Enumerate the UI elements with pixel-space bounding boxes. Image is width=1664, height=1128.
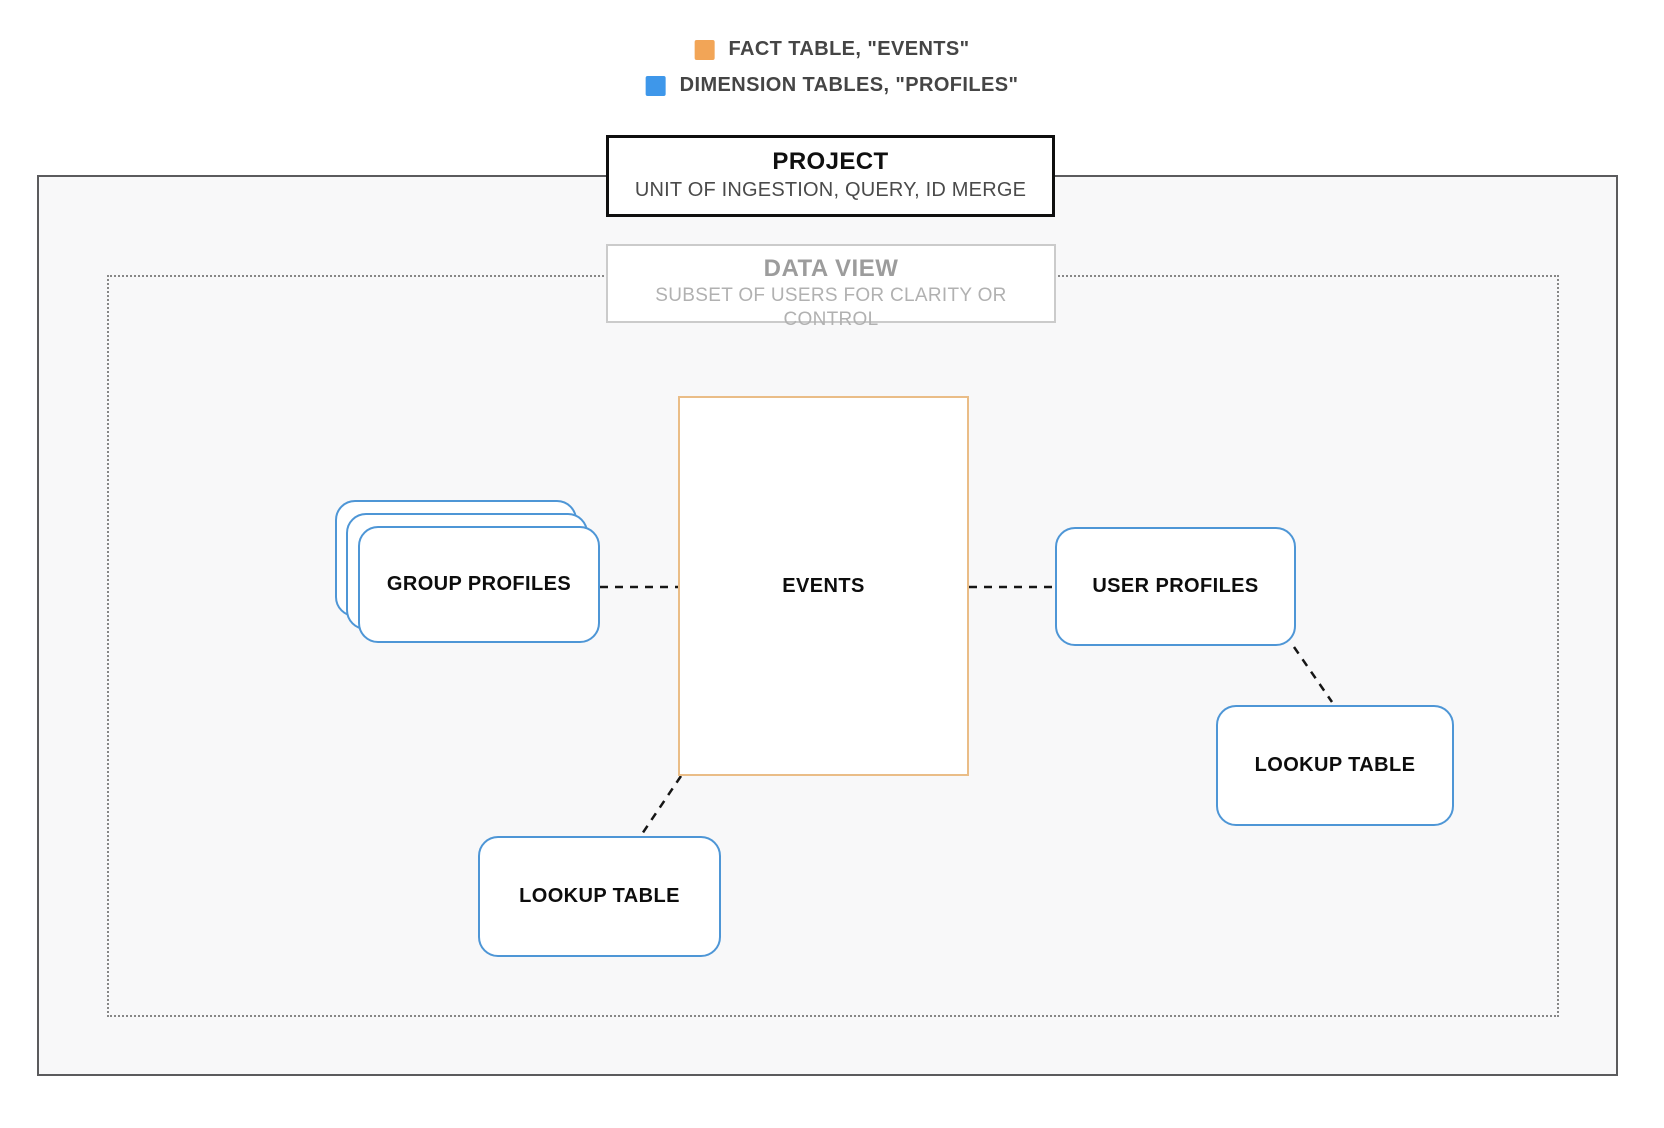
legend-dimension-label: DIMENSION TABLES, "PROFILES" <box>679 74 1019 96</box>
dimension-color-swatch-icon <box>645 75 666 96</box>
legend-fact-label: FACT TABLE, "EVENTS" <box>728 38 970 60</box>
node-events: EVENTS <box>678 396 969 776</box>
data-view-box: DATA VIEW SUBSET OF USERS FOR CLARITY OR… <box>606 244 1056 330</box>
project-title: PROJECT <box>772 148 889 175</box>
data-view-title: DATA VIEW <box>763 255 899 282</box>
node-lookup-table-user: LOOKUP TABLE <box>1216 705 1454 826</box>
group-profiles-label: GROUP PROFILES <box>386 573 572 595</box>
node-lookup-table-events: LOOKUP TABLE <box>478 836 721 957</box>
legend-item-dimension-tables: DIMENSION TABLES, "PROFILES" <box>645 74 1019 97</box>
user-profiles-label: USER PROFILES <box>1092 575 1259 597</box>
events-label: EVENTS <box>782 574 865 597</box>
lookup-table-user-label: LOOKUP TABLE <box>1254 754 1416 776</box>
project-box: PROJECT UNIT OF INGESTION, QUERY, ID MER… <box>606 135 1055 217</box>
node-group-profiles: GROUP PROFILES <box>358 526 600 643</box>
project-subtitle: UNIT OF INGESTION, QUERY, ID MERGE <box>634 179 1027 201</box>
legend: FACT TABLE, "EVENTS" DIMENSION TABLES, "… <box>645 38 1019 97</box>
lookup-table-events-label: LOOKUP TABLE <box>519 885 680 907</box>
legend-item-fact-table: FACT TABLE, "EVENTS" <box>694 38 969 61</box>
data-view-subtitle: SUBSET OF USERS FOR CLARITY OR CONTROL <box>655 285 1007 330</box>
node-user-profiles: USER PROFILES <box>1055 527 1296 646</box>
fact-color-swatch-icon <box>694 39 715 60</box>
